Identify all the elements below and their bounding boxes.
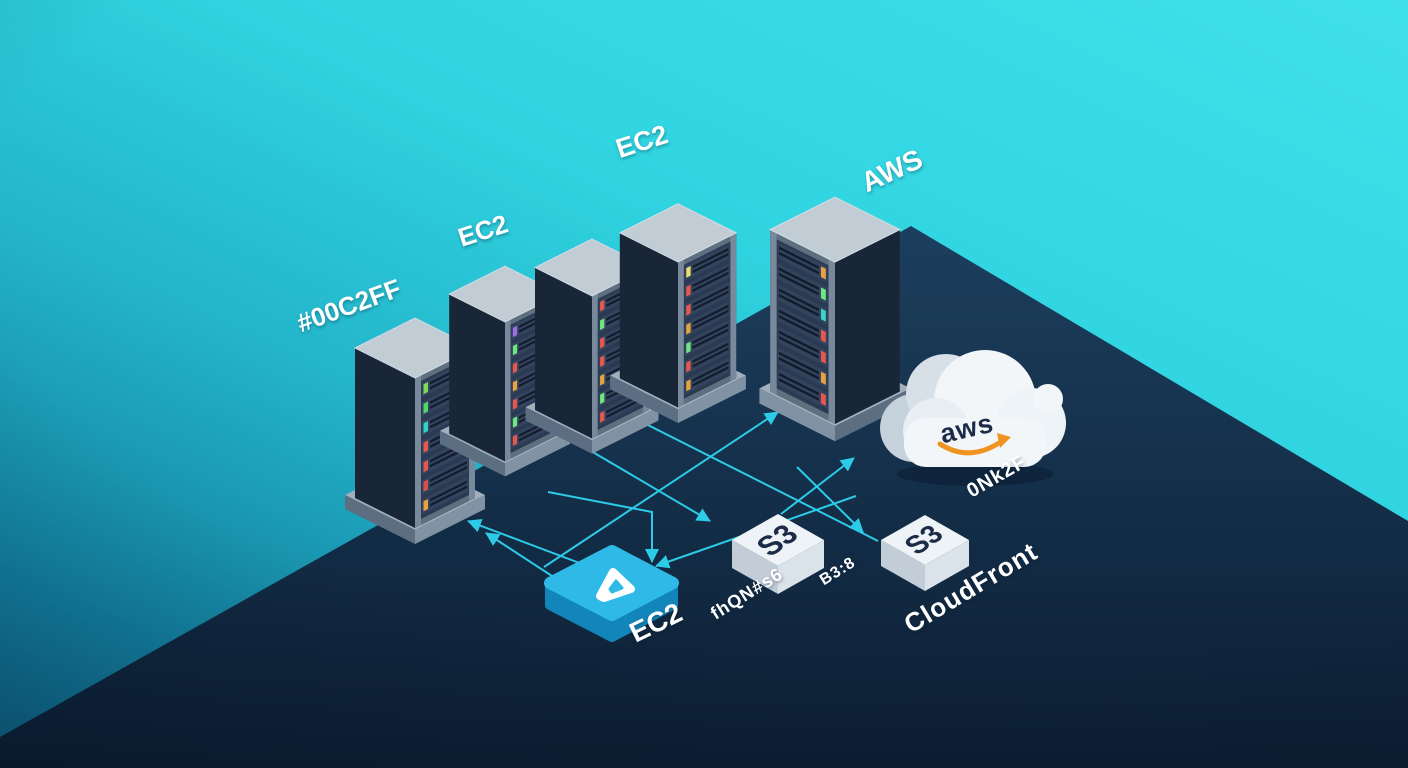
aws-cloud <box>880 350 1066 486</box>
s3-box-2 <box>881 515 969 591</box>
connection-arrow <box>547 491 659 563</box>
aws-swoosh-icon <box>937 438 1005 456</box>
connection-arrow <box>573 440 711 522</box>
s3-box-1 <box>732 514 824 594</box>
server-racks <box>345 196 911 544</box>
connection-arrow <box>796 466 864 533</box>
connection-arrow <box>467 519 599 571</box>
floor-plane <box>0 226 1408 768</box>
connection-arrow <box>543 411 779 568</box>
aws-swoosh-arrow-icon <box>997 433 1011 448</box>
connection-arrow <box>631 416 879 542</box>
server-rack <box>610 203 746 424</box>
ec2-box <box>544 545 679 642</box>
server-rack <box>759 196 911 442</box>
